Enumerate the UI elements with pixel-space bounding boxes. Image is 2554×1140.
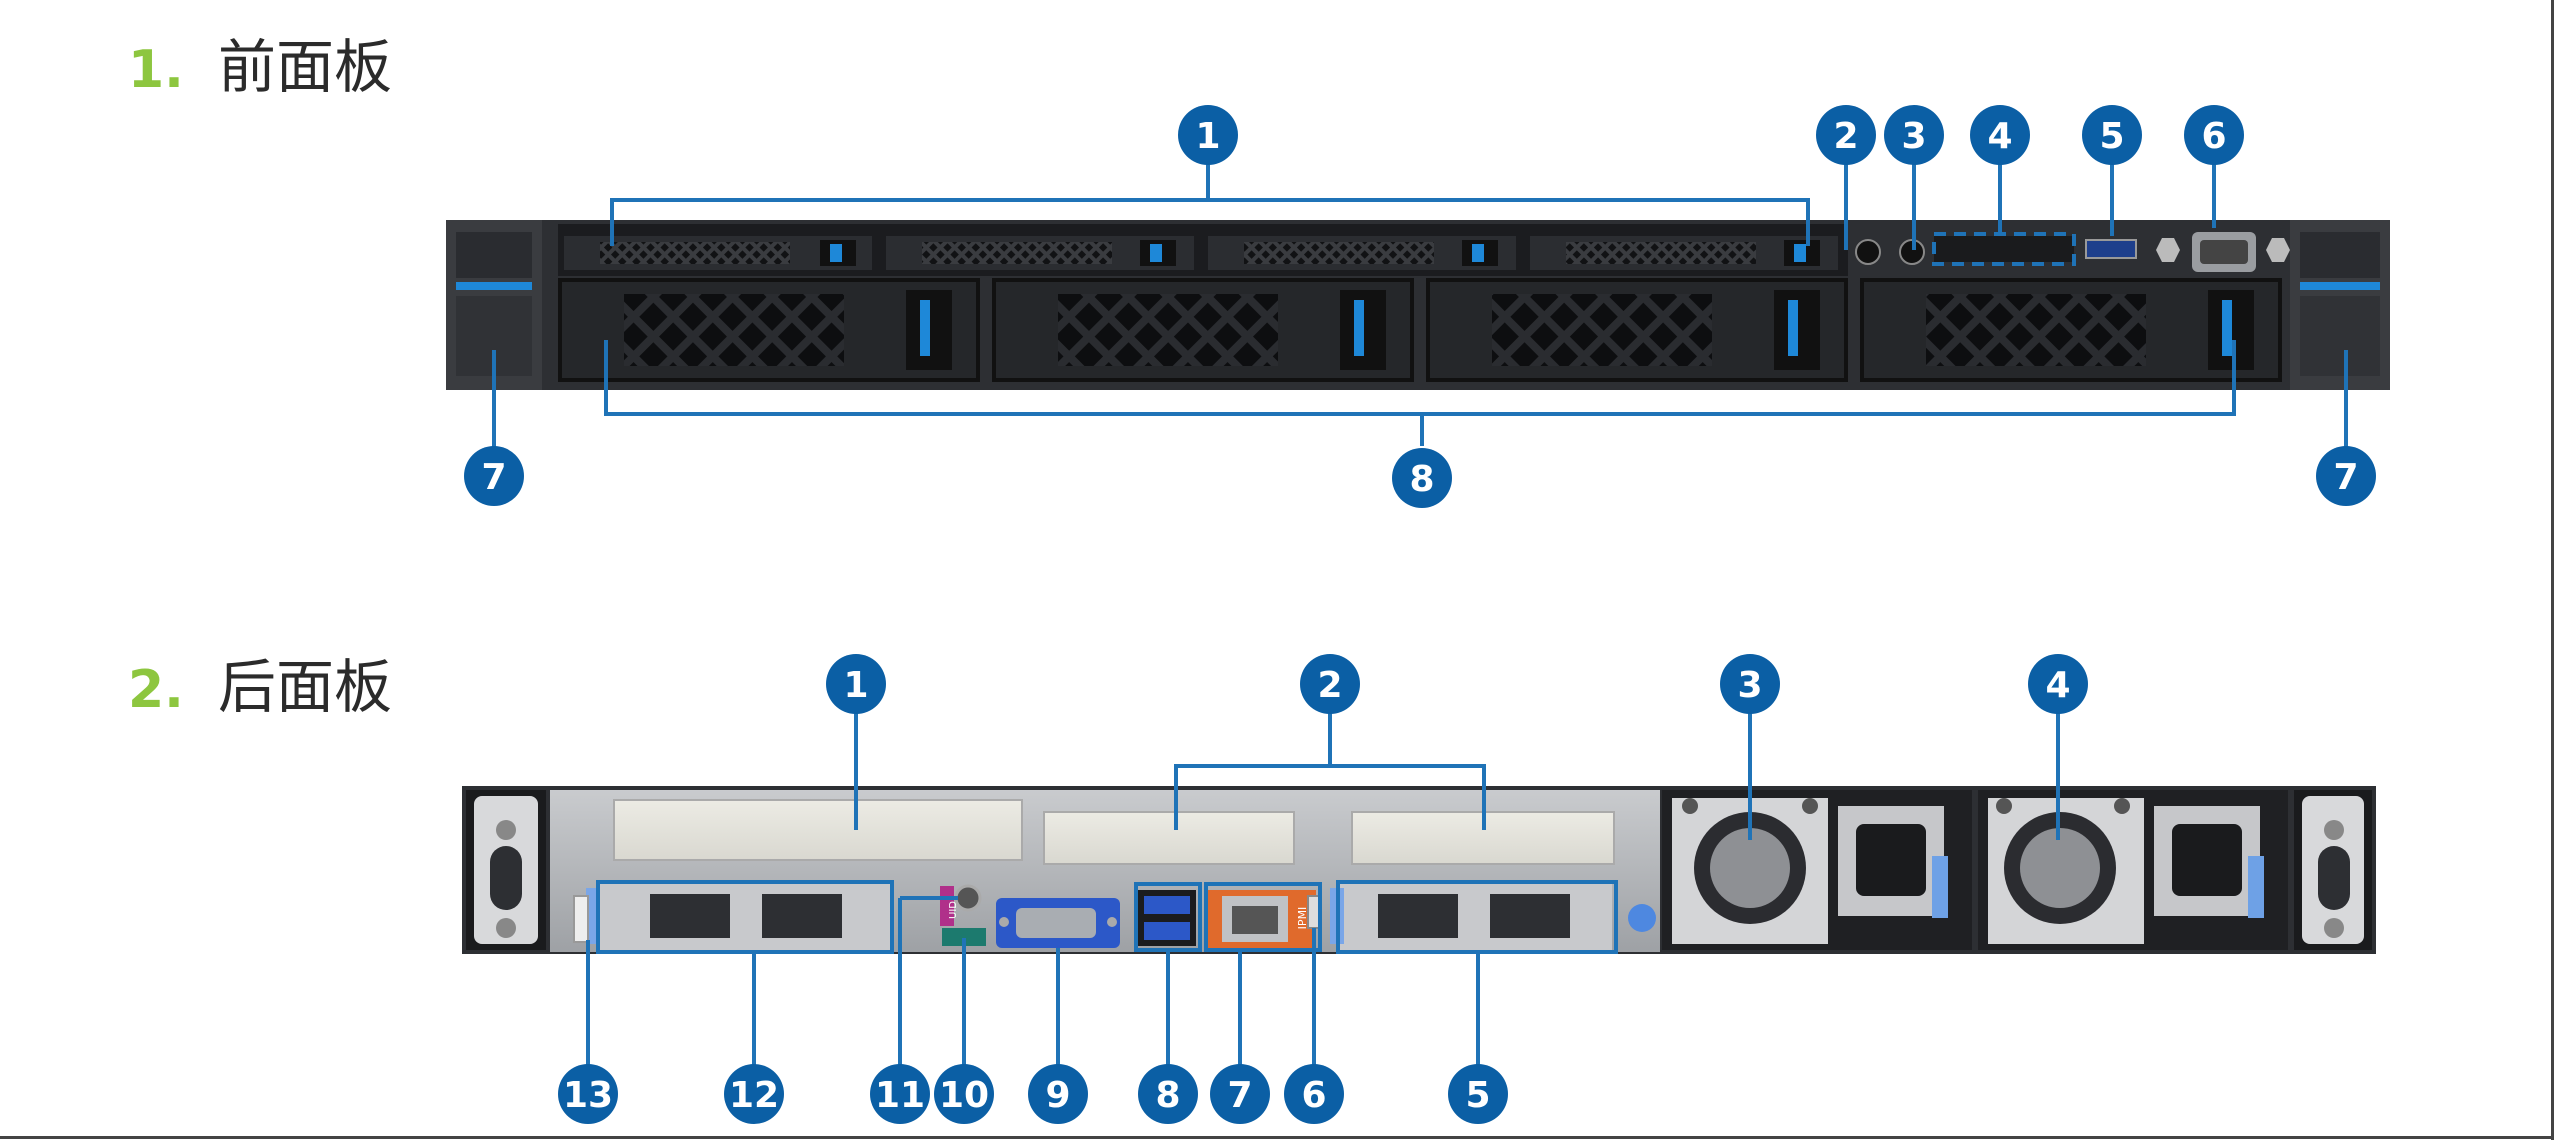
front-callout-1: 1 bbox=[1178, 105, 1238, 165]
svg-text:8: 8 bbox=[1409, 459, 1434, 500]
page-border-right bbox=[2551, 0, 2554, 1140]
rear-panel: UID IPMI bbox=[462, 654, 2376, 1124]
rear-callout-5: 5 bbox=[1448, 1064, 1508, 1124]
psu-1 bbox=[1662, 790, 1972, 950]
svg-text:4: 4 bbox=[1987, 116, 2012, 157]
svg-text:6: 6 bbox=[2201, 116, 2226, 157]
section-title-rear: 2.后面板 bbox=[128, 658, 392, 716]
status-led-panel bbox=[1934, 236, 2074, 262]
front-control-area bbox=[1848, 224, 2290, 276]
front-right-ear bbox=[2290, 220, 2390, 390]
front-callout-7-left: 7 bbox=[464, 446, 524, 506]
ocp-card-left bbox=[586, 882, 890, 952]
rear-callout-12: 12 bbox=[724, 1064, 784, 1124]
front-callout-6: 6 bbox=[2184, 105, 2244, 165]
svg-text:11: 11 bbox=[875, 1075, 925, 1116]
svg-text:5: 5 bbox=[1465, 1075, 1490, 1116]
large-drive-4[interactable] bbox=[1860, 278, 2282, 382]
svg-text:7: 7 bbox=[1227, 1075, 1252, 1116]
rear-right-ear bbox=[2294, 790, 2372, 950]
svg-text:12: 12 bbox=[729, 1075, 779, 1116]
rear-callout-13: 13 bbox=[558, 1064, 618, 1124]
front-callout-4: 4 bbox=[1970, 105, 2030, 165]
rear-callout-10: 10 bbox=[934, 1064, 994, 1124]
pcie-slot-1 bbox=[613, 799, 1023, 861]
large-drive-1[interactable] bbox=[558, 278, 980, 382]
rear-callouts: 1 2 3 4 5 6 7 8 9 10 11 12 13 bbox=[558, 654, 2088, 1124]
svg-text:13: 13 bbox=[563, 1075, 613, 1116]
svg-text:6: 6 bbox=[1301, 1075, 1326, 1116]
rear-callout-11: 11 bbox=[870, 1064, 930, 1124]
rear-uid-text: UID bbox=[948, 901, 959, 919]
front-callout-5: 5 bbox=[2082, 105, 2142, 165]
rear-callout-4: 4 bbox=[2028, 654, 2088, 714]
section-number: 2. bbox=[128, 660, 184, 720]
svg-text:10: 10 bbox=[939, 1075, 989, 1116]
large-drive-3[interactable] bbox=[1426, 278, 1848, 382]
front-large-drive-bays bbox=[558, 278, 2282, 382]
front-callout-8: 8 bbox=[1392, 448, 1452, 508]
front-usb-port[interactable] bbox=[2085, 239, 2137, 259]
small-drive-3[interactable] bbox=[1208, 236, 1516, 270]
psu-2 bbox=[1978, 790, 2288, 950]
section-label: 后面板 bbox=[217, 653, 392, 721]
section-label: 前面板 bbox=[217, 33, 392, 101]
svg-text:3: 3 bbox=[1901, 116, 1926, 157]
front-callout-7-right: 7 bbox=[2316, 446, 2376, 506]
section-title-front: 1.前面板 bbox=[128, 38, 392, 96]
small-drive-2[interactable] bbox=[886, 236, 1194, 270]
front-callout-2: 2 bbox=[1816, 105, 1876, 165]
svg-text:5: 5 bbox=[2099, 116, 2124, 157]
svg-text:7: 7 bbox=[481, 457, 506, 498]
rear-callout-1: 1 bbox=[826, 654, 886, 714]
section-number: 1. bbox=[128, 40, 184, 100]
ipmi-port[interactable] bbox=[1208, 890, 1316, 948]
rear-usb-ports[interactable] bbox=[1138, 890, 1196, 946]
front-small-drive-bays bbox=[558, 224, 1848, 276]
svg-text:1: 1 bbox=[843, 665, 868, 706]
svg-text:2: 2 bbox=[1317, 665, 1342, 706]
ipmi-text: IPMI bbox=[1296, 907, 1309, 930]
small-drive-4[interactable] bbox=[1530, 236, 1838, 270]
power-button[interactable] bbox=[1855, 239, 1881, 265]
pcie-slot-2 bbox=[1043, 811, 1295, 865]
rear-leader-lines bbox=[586, 706, 2060, 1070]
front-callout-3: 3 bbox=[1884, 105, 1944, 165]
rear-callout-2: 2 bbox=[1300, 654, 1360, 714]
rear-callout-7: 7 bbox=[1210, 1064, 1270, 1124]
small-drive-1[interactable] bbox=[564, 236, 872, 270]
rear-callout-8: 8 bbox=[1138, 1064, 1198, 1124]
rear-callout-3: 3 bbox=[1720, 654, 1780, 714]
svg-text:7: 7 bbox=[2333, 457, 2358, 498]
front-panel: 1 2 3 4 5 6 7 8 7 bbox=[446, 105, 2390, 508]
rear-callout-6: 6 bbox=[1284, 1064, 1344, 1124]
svg-text:2: 2 bbox=[1833, 116, 1858, 157]
svg-text:3: 3 bbox=[1737, 665, 1762, 706]
svg-text:8: 8 bbox=[1155, 1075, 1180, 1116]
page-border-bottom bbox=[0, 1136, 2554, 1139]
ocp-card-right bbox=[1330, 882, 1656, 952]
rear-uid-button[interactable] bbox=[954, 884, 982, 912]
rear-vga-port[interactable] bbox=[996, 898, 1120, 948]
serial-port[interactable] bbox=[942, 928, 986, 946]
large-drive-2[interactable] bbox=[992, 278, 1414, 382]
svg-text:4: 4 bbox=[2045, 665, 2070, 706]
front-callouts: 1 2 3 4 5 6 7 8 7 bbox=[464, 105, 2376, 508]
svg-text:9: 9 bbox=[1045, 1075, 1070, 1116]
front-leader-lines bbox=[492, 158, 2348, 448]
svg-text:1: 1 bbox=[1195, 116, 1220, 157]
rear-left-ear bbox=[466, 790, 546, 950]
rear-callout-9: 9 bbox=[1028, 1064, 1088, 1124]
